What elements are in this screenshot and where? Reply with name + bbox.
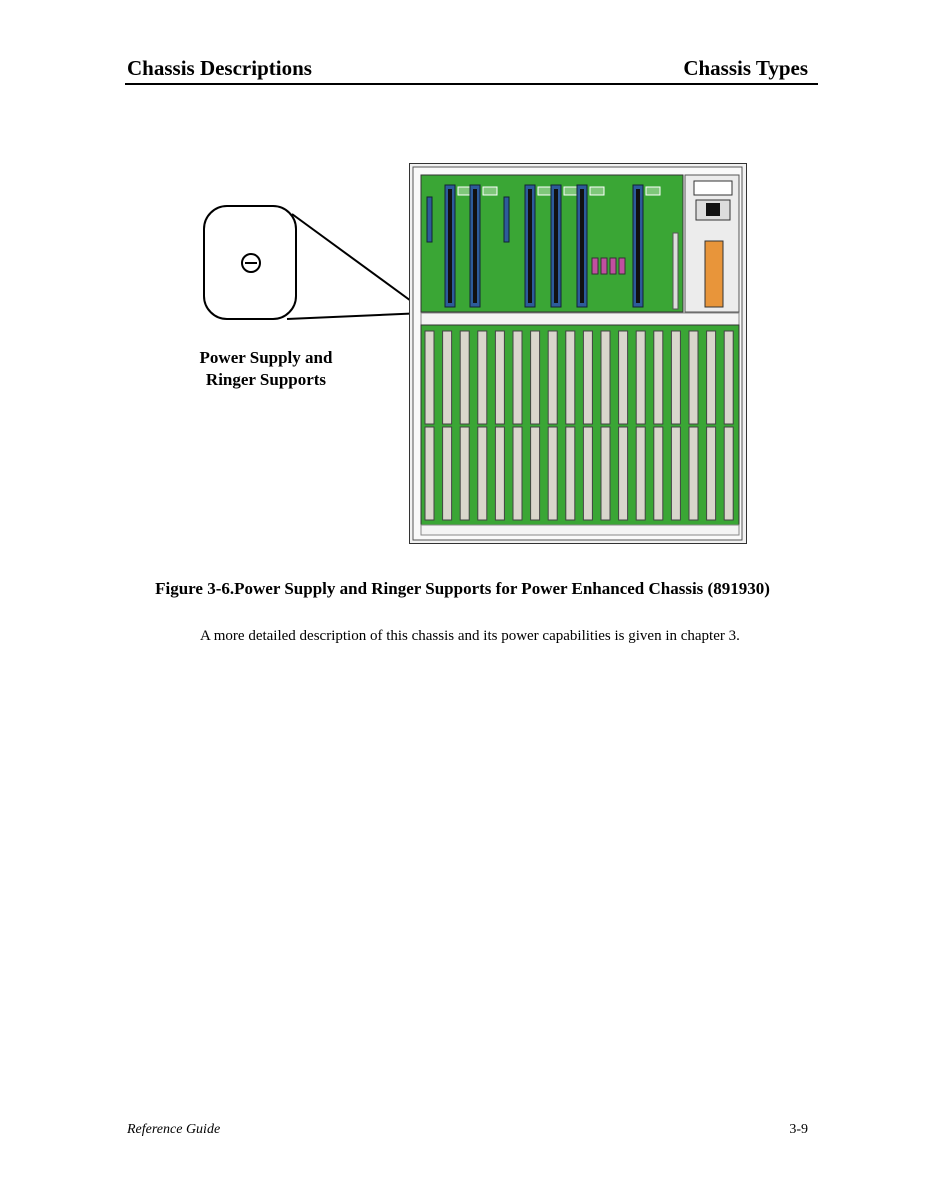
- module-label: [589, 186, 605, 196]
- card-connector-upper: [565, 330, 576, 425]
- card-connector-upper: [494, 330, 505, 425]
- callout-label-line2: Ringer Supports: [205, 370, 327, 389]
- card-connector-lower: [635, 426, 646, 521]
- label-rail-bottom: [420, 524, 740, 536]
- card-connector-lower: [723, 426, 734, 521]
- chassis-diagram: [409, 163, 747, 544]
- card-connector-lower: [688, 426, 699, 521]
- card-connector-upper: [723, 330, 734, 425]
- terminal-block: [704, 240, 724, 308]
- card-connector-lower: [547, 426, 558, 521]
- fuse: [609, 257, 617, 275]
- card-connector-lower: [459, 426, 470, 521]
- card-connector-lower: [530, 426, 541, 521]
- card-connector-upper: [670, 330, 681, 425]
- card-connector-upper: [530, 330, 541, 425]
- label-rail-top: [420, 312, 740, 326]
- section-title: Chassis Descriptions: [127, 56, 312, 80]
- connector-pins: [448, 189, 452, 303]
- aux-connector: [426, 196, 433, 243]
- aux-connector: [503, 196, 510, 243]
- callout-magnifier: [203, 205, 297, 320]
- module-label: [563, 186, 579, 196]
- card-connector-upper: [459, 330, 470, 425]
- rating-plate: [693, 180, 733, 196]
- connector-pins: [473, 189, 477, 303]
- connector-pins: [636, 189, 640, 303]
- terminal-strip: [672, 232, 679, 310]
- subsection-title: Chassis Types: [683, 56, 808, 80]
- callout-label: Power Supply and Ringer Supports: [180, 347, 352, 391]
- connector-pins: [580, 189, 584, 303]
- module-label: [645, 186, 661, 196]
- card-connector-upper: [706, 330, 717, 425]
- card-connector-lower: [653, 426, 664, 521]
- card-connector-upper: [477, 330, 488, 425]
- card-connector-upper: [653, 330, 664, 425]
- callout-lines: [286, 213, 425, 320]
- figure-caption: Figure 3-6.Power Supply and Ringer Suppo…: [155, 579, 770, 598]
- card-connector-upper: [582, 330, 593, 425]
- card-connector-upper: [618, 330, 629, 425]
- card-connector-lower: [442, 426, 453, 521]
- connector-pins: [554, 189, 558, 303]
- card-connector-lower: [424, 426, 435, 521]
- card-connector-upper: [688, 330, 699, 425]
- module-label: [537, 186, 553, 196]
- card-connector-lower: [494, 426, 505, 521]
- card-connector-lower: [477, 426, 488, 521]
- connector-pins: [528, 189, 532, 303]
- card-connector-lower: [582, 426, 593, 521]
- fuse: [600, 257, 608, 275]
- card-connector-upper: [512, 330, 523, 425]
- header-rule: [125, 83, 818, 85]
- card-connector-upper: [600, 330, 611, 425]
- card-connector-upper: [635, 330, 646, 425]
- screw-slot-icon: [241, 253, 261, 273]
- page-number: 3-9: [789, 1122, 808, 1137]
- callout-label-line1: Power Supply and: [199, 348, 333, 367]
- card-connector-lower: [706, 426, 717, 521]
- card-connector-lower: [565, 426, 576, 521]
- card-connector-lower: [618, 426, 629, 521]
- lower-backplane: [420, 324, 740, 526]
- card-connector-lower: [670, 426, 681, 521]
- body-paragraph: A more detailed description of this chas…: [200, 628, 740, 644]
- card-connector-upper: [442, 330, 453, 425]
- power-inlet-socket: [706, 203, 720, 216]
- module-label: [482, 186, 498, 196]
- card-connector-upper: [547, 330, 558, 425]
- fuse: [591, 257, 599, 275]
- fuse: [618, 257, 626, 275]
- card-connector-lower: [512, 426, 523, 521]
- card-connector-upper: [424, 330, 435, 425]
- footer-title: Reference Guide: [127, 1122, 221, 1137]
- card-connector-lower: [600, 426, 611, 521]
